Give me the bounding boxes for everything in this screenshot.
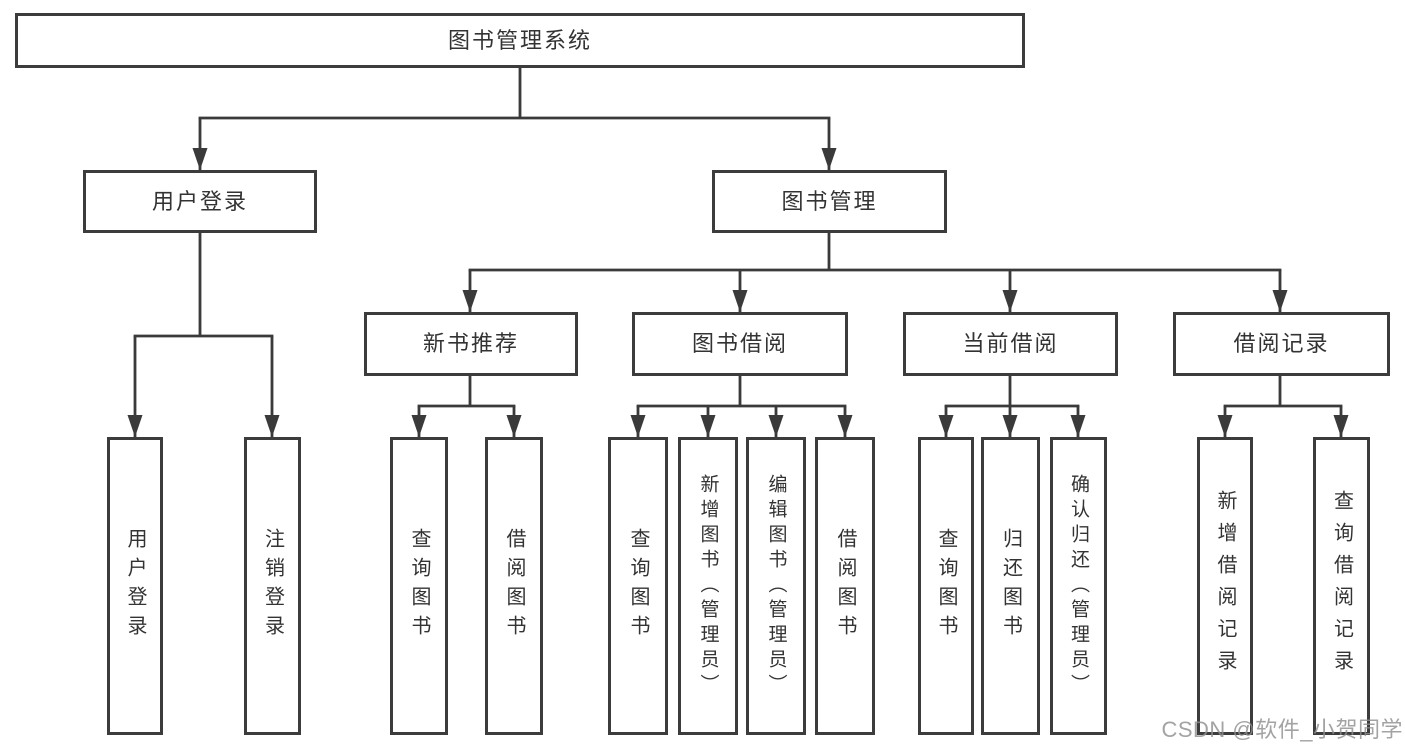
node-leaf-user-login: 用户登录: [107, 437, 163, 735]
node-book-management-module: 图书管理: [712, 170, 947, 233]
node-leaf-edit-book-admin: 编辑图书（管理员）: [746, 437, 806, 735]
node-user-login-module: 用户登录: [83, 170, 317, 233]
node-leaf-query-books-current: 查询图书: [918, 437, 974, 735]
node-leaf-query-borrow-record: 查询借阅记录: [1313, 437, 1370, 735]
node-leaf-borrow-books: 借阅图书: [815, 437, 875, 735]
node-leaf-borrow-books-recommend: 借阅图书: [485, 437, 543, 735]
csdn-watermark: CSDN @软件_小贺同学: [1161, 717, 1403, 742]
node-leaf-add-borrow-record: 新增借阅记录: [1197, 437, 1253, 735]
connectors: [127, 68, 1349, 437]
node-leaf-query-books-borrow: 查询图书: [608, 437, 668, 735]
node-new-book-recommend: 新书推荐: [364, 312, 578, 376]
node-leaf-add-book-admin: 新增图书（管理员）: [678, 437, 738, 735]
node-leaf-logout: 注销登录: [244, 437, 301, 735]
node-borrowing-records: 借阅记录: [1173, 312, 1390, 376]
node-leaf-return-book: 归还图书: [981, 437, 1040, 735]
node-book-borrowing: 图书借阅: [632, 312, 848, 376]
node-current-borrowing: 当前借阅: [903, 312, 1118, 376]
node-leaf-confirm-return-admin: 确认归还（管理员）: [1050, 437, 1107, 735]
node-leaf-query-books-recommend: 查询图书: [390, 437, 448, 735]
node-library-system: 图书管理系统: [15, 13, 1025, 68]
